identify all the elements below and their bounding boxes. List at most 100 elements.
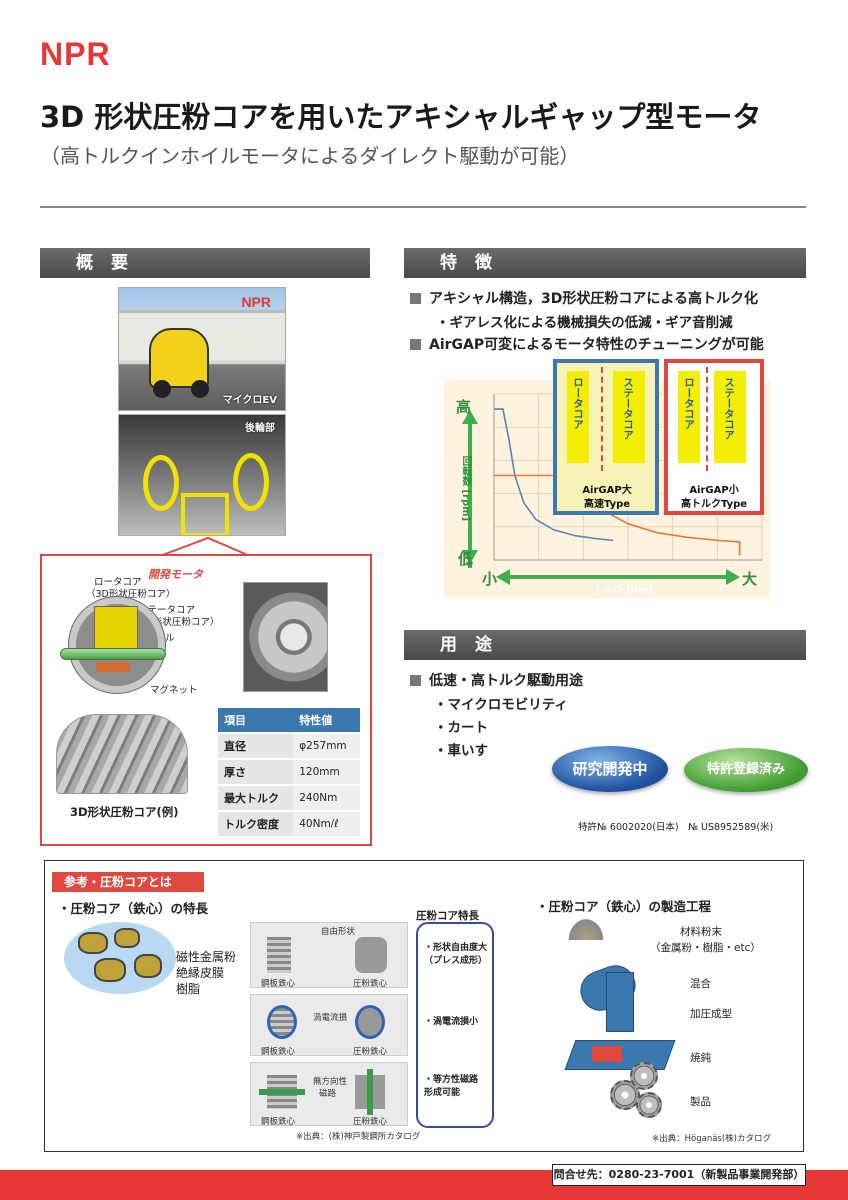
- patent-numbers: 特許№ 6002020(日本) № US8952589(米): [578, 822, 774, 833]
- spec-cell-value: 240Nm: [293, 786, 360, 810]
- header-divider: [40, 206, 806, 208]
- powder-grain: [134, 954, 162, 978]
- panel-eddy-current: 渦電流損 鋼板鉄心 圧粉鉄心: [250, 994, 408, 1057]
- callout-small-line1: AirGAP小: [689, 485, 739, 496]
- research-stamp: 研究開発中: [552, 746, 668, 792]
- y-axis-label: 回転数 [rpm]: [460, 456, 471, 522]
- process-step-pressing: 加圧成型: [690, 1008, 732, 1020]
- spec-table: 項目 特性値 直径 φ257mm 厚さ 120mm 最大トルク 240Nm トル…: [218, 706, 360, 838]
- square-bullet-icon: [410, 293, 421, 304]
- npr-logo: NPR: [40, 36, 111, 72]
- stator-core-text: ステータコア: [723, 377, 735, 440]
- table-row: 直径 φ257mm: [218, 734, 360, 758]
- source-left: ※出典：(株)神戸製鋼所カタログ: [296, 1132, 421, 1142]
- spec-cell-label: トルク密度: [218, 812, 294, 836]
- feature-bullet-1-text: アキシャル構造，3D形状圧粉コアによる高トルク化: [429, 291, 758, 307]
- ev-wheel-front: [153, 380, 171, 398]
- wheel-highlight-right: [233, 453, 269, 511]
- feature-item-isotropic: ・等方性磁路 形成可能: [424, 1075, 479, 1098]
- free-shape-label: 自由形状: [321, 927, 356, 937]
- page-subtitle: （高トルクインホイルモータによるダイレクト駆動が可能）: [40, 144, 580, 168]
- micro-ev-label: マイクロEV: [222, 395, 277, 406]
- x-axis-label: トルク [Nm]: [594, 585, 653, 596]
- powder-core-label: 圧粉鉄心: [353, 979, 388, 989]
- steel-core-label: 鋼板鉄心: [261, 979, 296, 989]
- feature-box: ・形状自由度大 （プレス成形） ・渦電流損小 ・等方性磁路 形成可能: [416, 922, 494, 1128]
- process-step-material: 材料粉末: [680, 926, 722, 938]
- steel-core-label: 鋼板鉄心: [261, 1117, 296, 1127]
- feature-bullet-1: アキシャル構造，3D形状圧粉コアによる高トルク化: [410, 288, 758, 308]
- magnetic-path-label: 磁路: [319, 1089, 337, 1099]
- x-high-label: 大: [742, 570, 758, 588]
- callout-large-line1: AirGAP大: [582, 485, 632, 496]
- spec-cell-value: 120mm: [293, 760, 360, 784]
- eddy-loop-icon: [355, 1005, 385, 1039]
- section-bar-features: 特徴: [404, 248, 806, 278]
- callout-airgap-large: ロータコア ステータコア AirGAP大 高速Type: [553, 359, 659, 515]
- process-heading: ・圧粉コア（鉄心）の製造工程: [536, 899, 712, 914]
- gear-product-icon: [630, 1062, 658, 1090]
- powder-core-label: 圧粉鉄心: [353, 1047, 388, 1057]
- stator-core-block: [613, 371, 645, 463]
- callout-small-line2: 高トルクType: [680, 499, 748, 510]
- powder-core-shape: [355, 937, 387, 973]
- callout-airgap-small: ロータコア ステータコア AirGAP小 高トルクType: [664, 359, 764, 515]
- list-item: ・マイクロモビリティ: [434, 697, 568, 713]
- table-row: トルク密度 40Nm/ℓ: [218, 812, 360, 836]
- eddy-current-label: 渦電流損: [313, 1013, 348, 1023]
- micro-ev-car: [149, 328, 209, 388]
- spec-cell-label: 厚さ: [218, 760, 294, 784]
- wheel-highlight-left: [143, 455, 179, 511]
- developed-motor-title: 開発モータ: [148, 568, 203, 581]
- stator-core-text: ステータコア: [622, 377, 634, 440]
- motor-shaft: [60, 648, 166, 660]
- x-axis-arrowhead-left: [496, 569, 510, 585]
- spec-header-item: 項目: [218, 708, 294, 732]
- rotor-core-text: ロータコア: [683, 377, 695, 430]
- legend-insulation: 絶縁皮膜: [176, 966, 225, 980]
- spec-header-value: 特性値: [293, 708, 360, 732]
- rotor-core-block: [567, 371, 589, 463]
- ev-wheel-rear: [191, 380, 209, 398]
- motor-highlight: [181, 493, 229, 535]
- rotor-core-label: ロータコア: [94, 577, 142, 588]
- furnace-hot-zone: [592, 1046, 622, 1062]
- feature-sub-1: ・ギアレス化による機械損失の低減・ギア音削減: [436, 315, 733, 331]
- feature-bullet-2: AirGAP可変によるモータ特性のチューニングが可能: [410, 334, 764, 354]
- spec-cell-value: φ257mm: [293, 734, 360, 758]
- magnet-label: マグネット: [150, 685, 198, 696]
- process-step-product: 製品: [690, 1096, 711, 1108]
- process-step-material-note: （金属粉・樹脂・etc）: [650, 942, 761, 954]
- use-bullet: 低速・高トルク駆動用途: [410, 670, 583, 690]
- legend-magnetic-powder: 磁性金属粉: [176, 950, 237, 964]
- powder-grain: [114, 928, 140, 948]
- patent-stamp: 特許登録済み: [684, 748, 808, 792]
- magnet-section: [96, 662, 130, 672]
- page-title: 3D 形状圧粉コアを用いたアキシャルギャップ型モータ: [40, 100, 762, 134]
- feature-bullet-2-text: AirGAP可変によるモータ特性のチューニングが可能: [429, 337, 764, 353]
- stator-core-note: （3D形状圧粉コア）: [130, 617, 220, 628]
- process-step-mixing: 混合: [690, 978, 711, 990]
- airgap-line: [706, 367, 708, 471]
- press-machine: [606, 972, 634, 1032]
- x-axis-arrowhead-right: [726, 569, 740, 585]
- stator-core-block: [714, 371, 746, 463]
- steel-core-shape: [267, 937, 291, 973]
- powder-core-example-label: 3D形状圧粉コア(例): [70, 805, 179, 819]
- spec-table-header: 項目 特性値: [218, 708, 360, 732]
- list-item: ・車いす: [434, 743, 488, 759]
- legend-resin: 樹脂: [176, 982, 201, 996]
- spec-cell-label: 最大トルク: [218, 786, 294, 810]
- callout-large-line2: 高速Type: [583, 499, 631, 510]
- powder-grain: [78, 932, 108, 954]
- source-right: ※出典：Höganäs(株)カタログ: [652, 1134, 771, 1144]
- isotropic-label: 無方向性: [313, 1077, 348, 1087]
- powder-grain: [94, 958, 126, 982]
- square-bullet-icon: [410, 675, 421, 686]
- powder-core-photo: [56, 714, 188, 794]
- spec-cell-value: 40Nm/ℓ: [293, 812, 360, 836]
- eddy-loop-icon: [267, 1005, 297, 1039]
- process-step-annealing: 焼鈍: [690, 1052, 711, 1064]
- rear-wheel-label: 後輪部: [245, 423, 275, 434]
- y-low-label: 低: [458, 550, 474, 568]
